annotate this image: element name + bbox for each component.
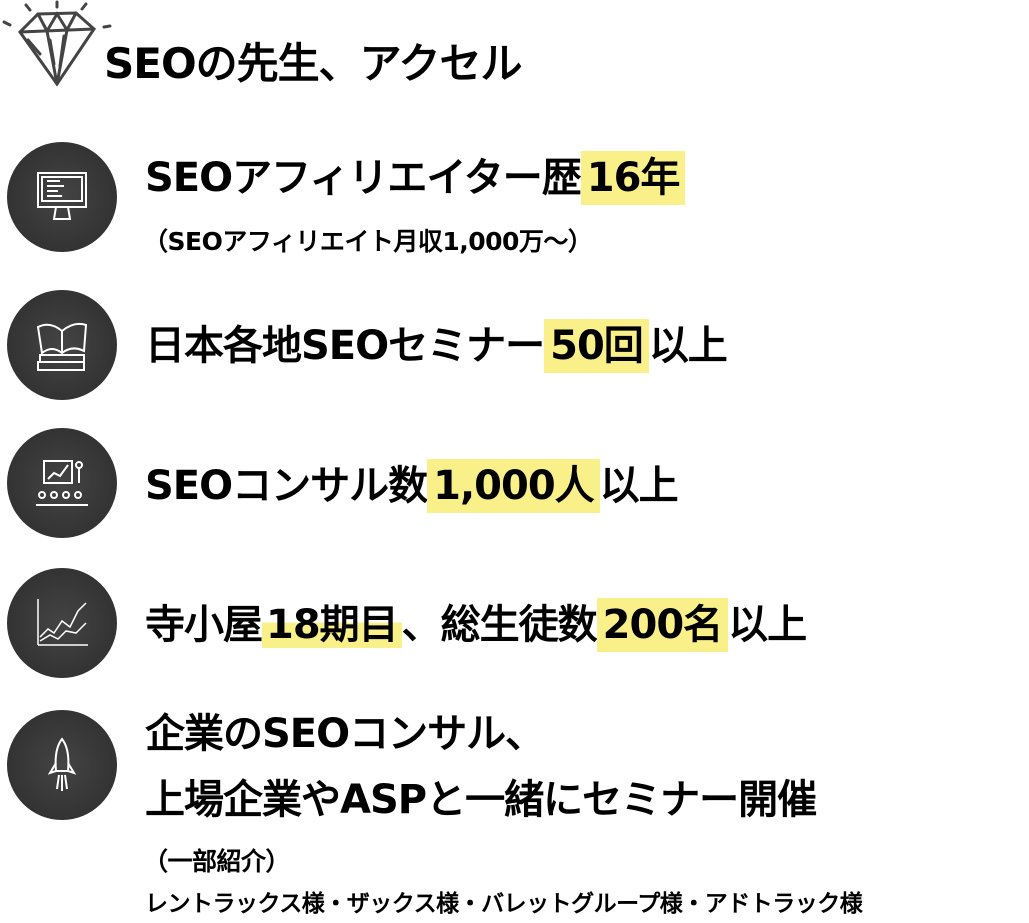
books-icon-badge	[7, 290, 117, 400]
item-corporate-line1: 企業のSEOコンサル、	[145, 711, 545, 757]
highlight-people: 1,000人	[427, 459, 600, 513]
item-corporate-line2: 上場企業やASPと一緒にセミナー開催	[145, 777, 817, 823]
item-suffix: 以上	[648, 323, 728, 369]
highlight-students: 200名	[596, 598, 729, 652]
chart-icon	[37, 599, 88, 646]
item-text: SEOアフィリエイター歴	[145, 155, 582, 201]
chart-icon-badge	[7, 568, 117, 678]
highlight-years: 16年	[580, 151, 686, 205]
rocket-icon-badge	[7, 710, 117, 820]
item-subtext: （SEOアフィリエイト月収1,000万〜）	[143, 227, 593, 256]
item-suffix: 以上	[728, 602, 807, 648]
diamond-icon	[2, 0, 112, 87]
item-text: 寺小屋	[145, 602, 263, 648]
books-icon	[36, 322, 88, 371]
page-title: SEOの先生、アクセル	[104, 39, 523, 88]
highlight-count: 50回	[544, 319, 649, 373]
presentation-icon	[36, 460, 88, 506]
client-list: レントラックス様・ザックス様・バレットグループ様・アドトラック様	[145, 891, 863, 917]
item-suffix: 以上	[599, 463, 679, 509]
item-text: SEOコンサル数	[145, 463, 428, 509]
item-note: （一部紹介）	[143, 847, 291, 876]
monitor-icon-badge	[7, 142, 117, 252]
monitor-icon	[37, 172, 87, 220]
presentation-icon-badge	[7, 428, 117, 538]
highlight-term: 18期目	[262, 602, 402, 648]
item-text-mid: 、総生徒数	[401, 602, 598, 648]
rocket-icon	[47, 737, 77, 791]
item-text: 日本各地SEOセミナー	[145, 323, 545, 369]
